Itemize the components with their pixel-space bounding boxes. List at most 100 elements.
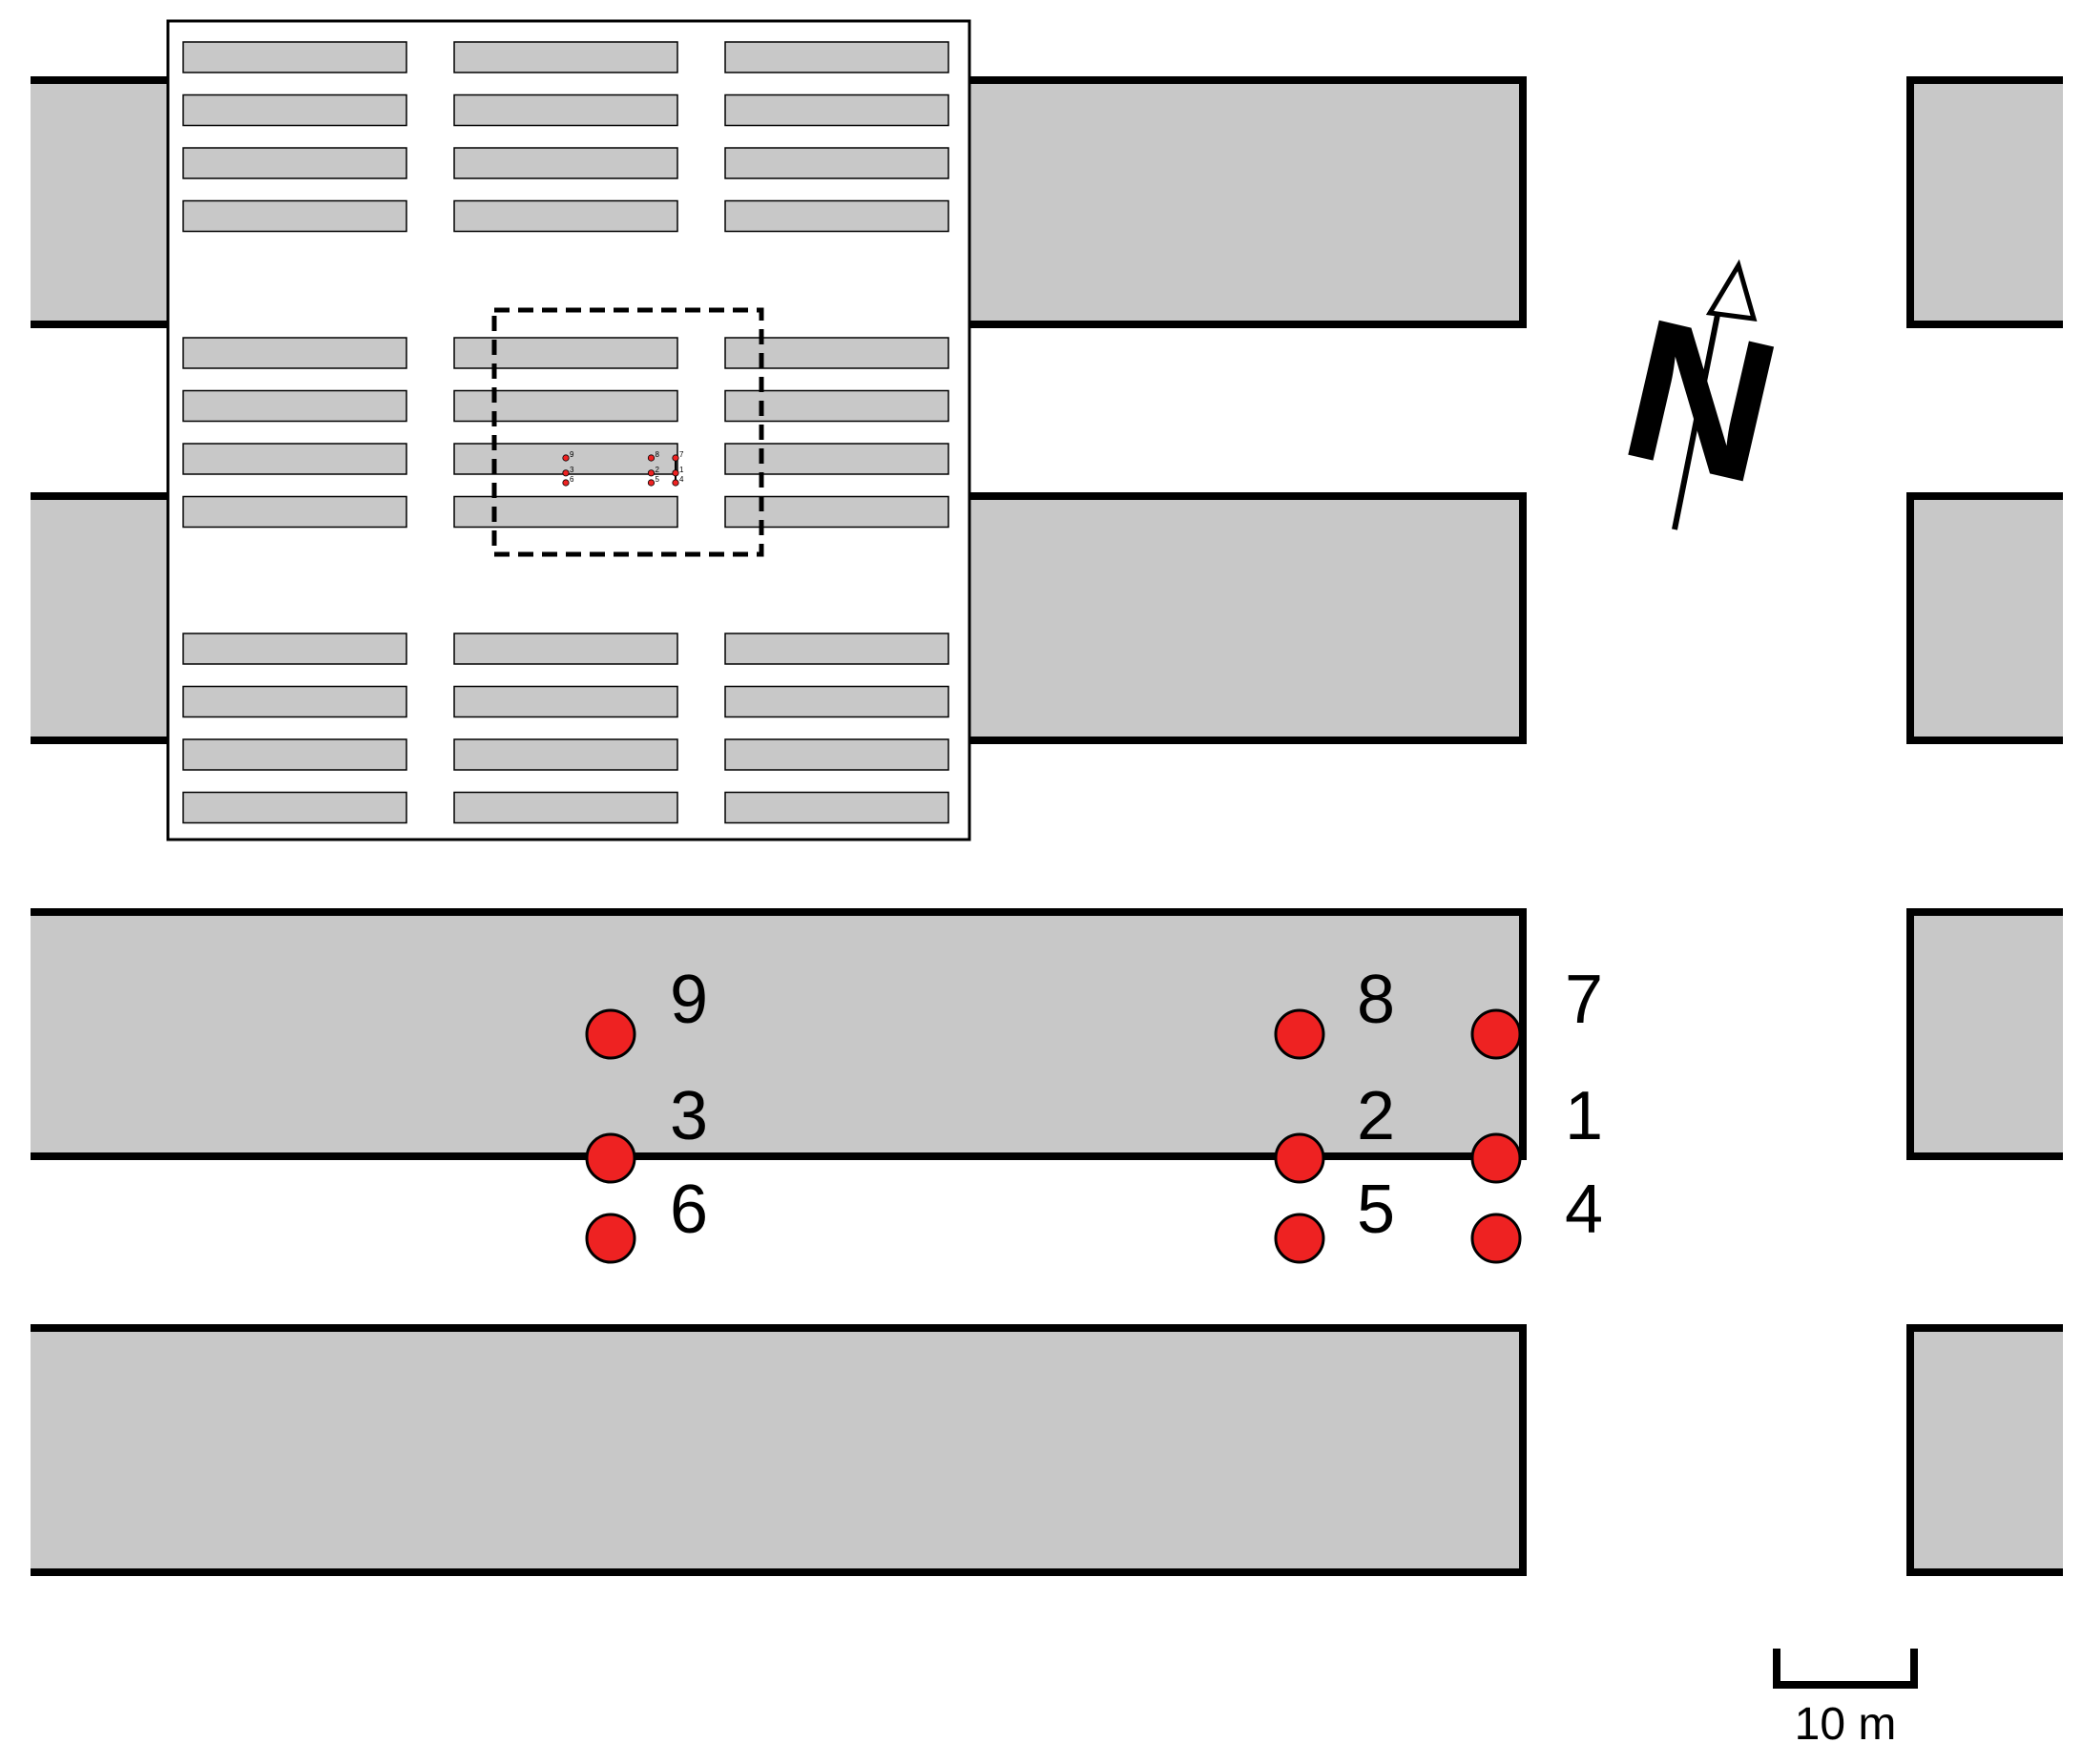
- building-left-row3: [31, 908, 1527, 1160]
- inset-building-strip: [453, 147, 678, 179]
- inset-building-strip: [453, 41, 678, 73]
- inset-building-strip: [724, 791, 949, 824]
- inset-building-strip: [182, 633, 407, 665]
- sensor-2: 2: [1274, 1078, 1395, 1184]
- inset-sensor-8: 8: [647, 450, 659, 462]
- inset-building-strip: [724, 389, 949, 423]
- inset-sensor-label: 7: [679, 450, 684, 459]
- inset-sensor-marker-icon: [647, 469, 656, 477]
- inset-building-strip: [182, 41, 407, 73]
- inset-overview-map: 1 2 3 4 5 6 7 8 9: [166, 19, 971, 841]
- inset-sensor-marker-icon: [562, 479, 570, 487]
- scale-bar-label: 10 m: [1795, 1699, 1897, 1750]
- inset-building-strip: [453, 633, 678, 665]
- inset-building-strip: [182, 147, 407, 179]
- inset-building-strip: [724, 738, 949, 771]
- inset-sensor-marker-icon: [672, 469, 679, 477]
- sensor-marker-icon: [1274, 1008, 1325, 1060]
- inset-sensor-label: 1: [679, 466, 684, 474]
- building-right-row2: [1906, 492, 2063, 744]
- inset-focus-area: [491, 307, 764, 557]
- inset-building-strip: [453, 199, 678, 233]
- inset-sensor-label: 5: [655, 475, 659, 484]
- inset-sensor-label: 8: [655, 450, 659, 459]
- sensor-label: 9: [670, 962, 708, 1038]
- scale-bar-icon: 10 m: [1773, 1649, 1918, 1750]
- sensor-4: 4: [1470, 1172, 1603, 1264]
- inset-building-strip: [724, 147, 949, 179]
- inset-sensor-marker-icon: [647, 479, 656, 487]
- inset-sensor-label: 2: [655, 466, 659, 474]
- inset-building-strip: [724, 337, 949, 369]
- sensor-label: 8: [1357, 962, 1395, 1038]
- sensor-7: 7: [1470, 962, 1603, 1060]
- building-right-row4: [1906, 1324, 2063, 1576]
- inset-building-strip: [724, 685, 949, 718]
- inset-building-strip: [724, 199, 949, 233]
- inset-sensor-5: 5: [647, 475, 659, 487]
- inset-building-strip: [453, 791, 678, 824]
- sensor-label: 2: [1357, 1078, 1395, 1154]
- inset-building-strip: [453, 93, 678, 127]
- sensor-marker-icon: [585, 1213, 636, 1264]
- sensor-marker-icon: [585, 1008, 636, 1060]
- inset-sensor-marker-icon: [672, 479, 679, 487]
- sensor-label: 3: [670, 1078, 708, 1154]
- inset-building-strip: [724, 41, 949, 73]
- inset-sensor-3: 3: [562, 466, 574, 477]
- sensor-marker-icon: [1274, 1213, 1325, 1264]
- sensor-label: 4: [1565, 1172, 1603, 1248]
- sensor-marker-icon: [1470, 1213, 1522, 1264]
- inset-building-strip: [724, 495, 949, 529]
- inset-building-strip: [182, 389, 407, 423]
- inset-building-strip: [182, 337, 407, 369]
- inset-building-strip: [182, 199, 407, 233]
- sensor-marker-icon: [1470, 1132, 1522, 1184]
- sensor-marker-icon: [1274, 1132, 1325, 1184]
- sensor-5: 5: [1274, 1172, 1395, 1264]
- inset-sensor-1: 1: [672, 466, 684, 477]
- sensor-marker-icon: [1470, 1008, 1522, 1060]
- inset-building-strip: [182, 93, 407, 127]
- inset-building-strip: [453, 495, 678, 529]
- building-right-row1: [1906, 76, 2063, 328]
- sensor-marker-icon: [585, 1132, 636, 1184]
- inset-sensor-9: 9: [562, 450, 574, 462]
- inset-building-strip: [182, 685, 407, 718]
- inset-building-strip: [453, 389, 678, 423]
- inset-sensor-markers: 1 2 3 4 5 6 7 8 9: [562, 450, 684, 487]
- sensor-label: 1: [1565, 1078, 1603, 1154]
- inset-sensor-7: 7: [672, 450, 684, 462]
- sensor-markers: 1 2 3 4 5 6 7 8 9: [585, 962, 1603, 1264]
- sensor-label: 7: [1565, 962, 1603, 1038]
- inset-sensor-6: 6: [562, 475, 574, 487]
- inset-sensor-2: 2: [647, 466, 659, 477]
- inset-building-strip: [724, 93, 949, 127]
- inset-building-strip: [453, 738, 678, 771]
- inset-building-grid: [182, 41, 949, 824]
- sensor-3: 3: [585, 1078, 708, 1184]
- north-arrow-icon: N: [1605, 259, 1797, 530]
- sensor-1: 1: [1470, 1078, 1603, 1184]
- inset-building-strip: [453, 685, 678, 718]
- inset-building-strip: [724, 633, 949, 665]
- inset-building-strip: [724, 443, 949, 475]
- inset-sensor-4: 4: [672, 475, 684, 487]
- inset-sensor-marker-icon: [647, 454, 656, 462]
- inset-building-strip: [182, 738, 407, 771]
- inset-building-strip: [182, 443, 407, 475]
- inset-building-strip: [182, 495, 407, 529]
- inset-sensor-label: 3: [570, 466, 574, 474]
- inset-sensor-marker-icon: [562, 469, 570, 477]
- inset-sensor-label: 9: [570, 450, 574, 459]
- building-right-row3: [1906, 908, 2063, 1160]
- north-label: N: [1605, 275, 1797, 526]
- sensor-9: 9: [585, 962, 708, 1060]
- inset-building-strip: [453, 337, 678, 369]
- inset-sensor-label: 4: [679, 475, 684, 484]
- inset-sensor-label: 6: [570, 475, 574, 484]
- sensor-6: 6: [585, 1172, 708, 1264]
- sensor-label: 5: [1357, 1172, 1395, 1248]
